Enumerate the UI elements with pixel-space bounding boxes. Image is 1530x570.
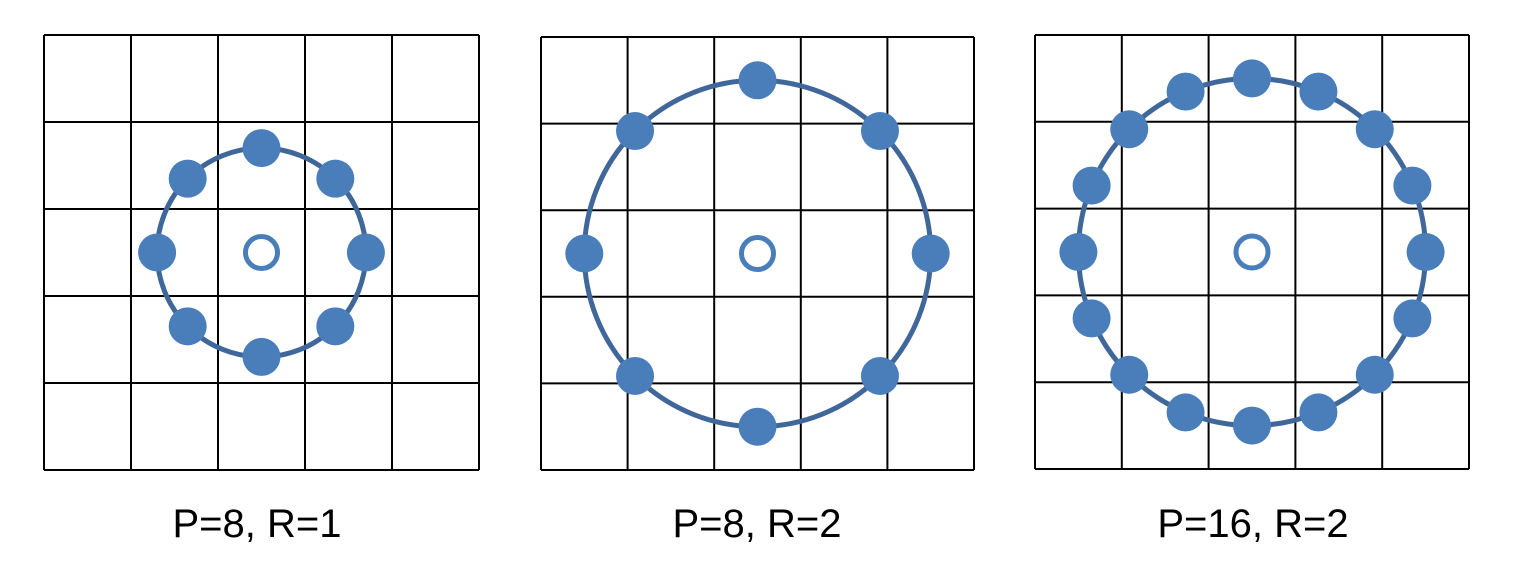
sample-point bbox=[1406, 233, 1445, 271]
sample-point bbox=[911, 234, 950, 273]
sample-point bbox=[1299, 72, 1338, 111]
sample-point bbox=[168, 307, 207, 346]
grid bbox=[1034, 34, 1470, 470]
sample-point bbox=[565, 234, 604, 273]
sample-point bbox=[242, 337, 281, 376]
sample-point bbox=[316, 307, 355, 346]
sample-point bbox=[1393, 166, 1432, 205]
center-point bbox=[739, 235, 776, 272]
center-point bbox=[1233, 233, 1271, 271]
sample-point bbox=[616, 356, 655, 395]
sample-point bbox=[168, 159, 207, 198]
sample-point bbox=[1110, 355, 1149, 394]
panel-3 bbox=[1034, 34, 1470, 470]
panel-1-caption: P=8, R=1 bbox=[172, 502, 342, 546]
sample-point bbox=[860, 356, 899, 395]
sample-point bbox=[1166, 72, 1205, 111]
sample-point bbox=[1059, 233, 1098, 271]
center-point bbox=[243, 234, 280, 271]
sample-point bbox=[1355, 110, 1394, 149]
sample-point bbox=[346, 233, 385, 272]
sample-point bbox=[1072, 299, 1111, 338]
sample-point bbox=[616, 112, 655, 151]
sample-point bbox=[1393, 299, 1432, 338]
sample-point bbox=[1355, 355, 1394, 394]
sample-point bbox=[316, 159, 355, 198]
sample-point bbox=[242, 129, 281, 168]
sample-point bbox=[1110, 110, 1149, 149]
grid bbox=[540, 36, 975, 471]
sample-point bbox=[1233, 406, 1271, 445]
sample-point bbox=[1166, 393, 1205, 432]
sample-point bbox=[860, 112, 899, 151]
panel-3-caption: P=16, R=2 bbox=[1157, 502, 1349, 546]
panel-2-caption: P=8, R=2 bbox=[672, 502, 842, 546]
panel-2 bbox=[540, 36, 975, 471]
panel-1 bbox=[43, 34, 480, 471]
sample-point bbox=[1233, 59, 1271, 98]
sample-point bbox=[1072, 166, 1111, 205]
sample-point bbox=[738, 407, 777, 446]
grid bbox=[43, 34, 480, 471]
sample-point bbox=[738, 61, 777, 100]
sample-point bbox=[1299, 393, 1338, 432]
sample-point bbox=[138, 233, 177, 272]
